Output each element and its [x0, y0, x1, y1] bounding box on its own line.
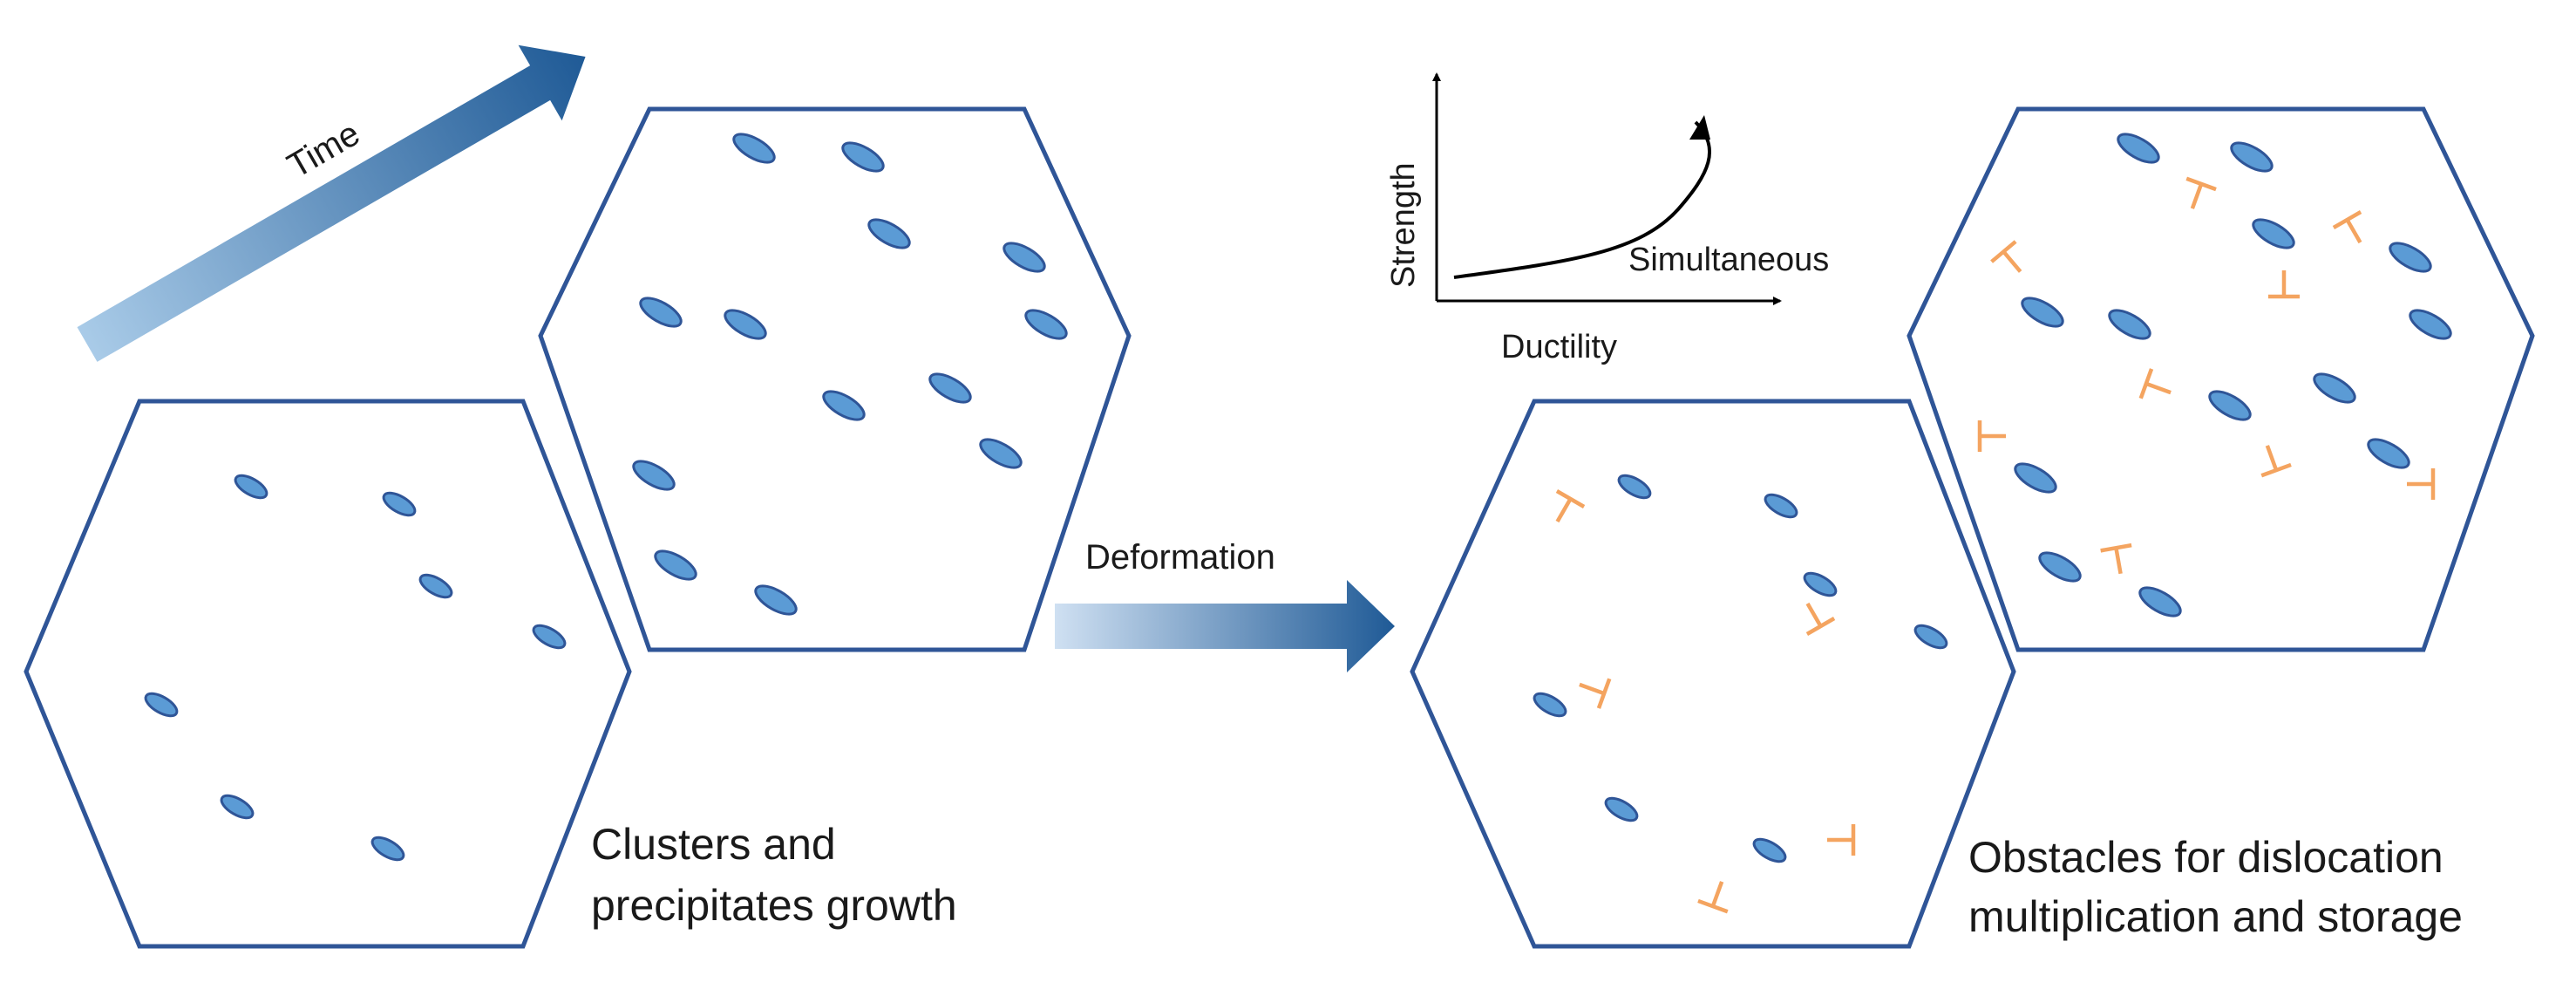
deformation-label: Deformation: [1085, 538, 1275, 577]
strength-ductility-curve: [1453, 120, 1711, 279]
precipitate: [2252, 218, 2295, 249]
precipitate: [220, 794, 255, 820]
precipitates-aged: [632, 133, 1068, 616]
precipitate: [1533, 692, 1567, 718]
precipitate: [822, 390, 866, 421]
precipitate: [754, 584, 798, 616]
dislocation-symbol: [2268, 270, 2300, 299]
precipitate: [979, 438, 1023, 469]
precipitate: [370, 836, 405, 862]
dislocation-symbol: [1805, 602, 1836, 636]
precipitates-deformed-aged: [2014, 133, 2452, 617]
precipitate: [1617, 474, 1652, 500]
dislocations-deformed: [1555, 489, 1856, 914]
caption-left-line-2: precipitates growth: [591, 881, 957, 930]
dislocation-symbol: [2185, 176, 2217, 209]
dislocation-symbol: [1827, 824, 1856, 856]
precipitate: [724, 309, 767, 340]
precipitate: [2108, 309, 2151, 340]
grain-initial: [24, 399, 632, 949]
y-axis-label: Strength: [1385, 162, 1422, 288]
dislocation-symbol: [1697, 881, 1729, 914]
grain-deformed-aged: [1907, 106, 2535, 652]
precipitate: [418, 573, 453, 599]
precipitate: [2389, 242, 2432, 273]
precipitate: [1003, 242, 1046, 273]
precipitate: [532, 624, 567, 650]
precipitate: [1604, 796, 1639, 822]
dislocation-symbol: [2260, 445, 2292, 478]
curve-label: Simultaneous: [1628, 242, 1829, 278]
caption-right-line-2: multiplication and storage: [1968, 892, 2463, 941]
precipitate: [144, 692, 179, 718]
precipitate: [841, 141, 885, 173]
precipitate: [2014, 462, 2057, 494]
dislocation-symbol: [2407, 468, 2436, 500]
dislocation-symbol: [2138, 368, 2172, 399]
caption-right-line-1: Obstacles for dislocation: [1968, 833, 2443, 882]
precipitate: [2038, 551, 2082, 583]
dislocation-symbol: [2332, 210, 2362, 244]
precipitate: [654, 549, 697, 581]
precipitate: [2208, 390, 2252, 421]
dislocation-symbol: [1990, 240, 2022, 273]
precipitate: [1803, 571, 1838, 597]
precipitate: [732, 133, 776, 164]
precipitate: [1913, 624, 1948, 650]
precipitate: [2313, 372, 2356, 404]
grain-aged: [538, 106, 1132, 652]
dislocations-deformed-aged: [1977, 176, 2436, 575]
precipitate: [1752, 837, 1787, 863]
precipitate: [2138, 586, 2182, 617]
strength-ductility-graph: Strength Ductility Simultaneous: [1385, 72, 1829, 365]
precipitates-initial: [144, 474, 567, 862]
dislocation-symbol: [1579, 678, 1612, 709]
precipitate: [2117, 133, 2160, 164]
deformation-arrow: [1055, 580, 1395, 672]
precipitate: [2409, 309, 2452, 340]
precipitate: [1764, 493, 1798, 519]
precipitate: [632, 460, 676, 491]
precipitate: [639, 297, 683, 328]
time-arrow: [77, 44, 586, 362]
dislocation-symbol: [2100, 542, 2132, 575]
precipitate: [2021, 297, 2064, 328]
precipitate: [234, 474, 268, 500]
grain-deformed: [1410, 399, 2016, 949]
precipitate: [2367, 438, 2410, 469]
x-axis-label: Ductility: [1501, 329, 1617, 365]
precipitate: [2230, 141, 2274, 173]
caption-left-line-1: Clusters and: [591, 820, 836, 869]
dislocation-symbol: [1555, 489, 1586, 523]
precipitates-deformed: [1533, 474, 1948, 863]
precipitate: [928, 372, 972, 404]
precipitate: [1024, 309, 1068, 340]
dislocation-symbol: [1977, 420, 2006, 452]
precipitate: [867, 218, 911, 249]
precipitate: [382, 491, 417, 517]
curve-arrowhead: [1689, 115, 1710, 140]
